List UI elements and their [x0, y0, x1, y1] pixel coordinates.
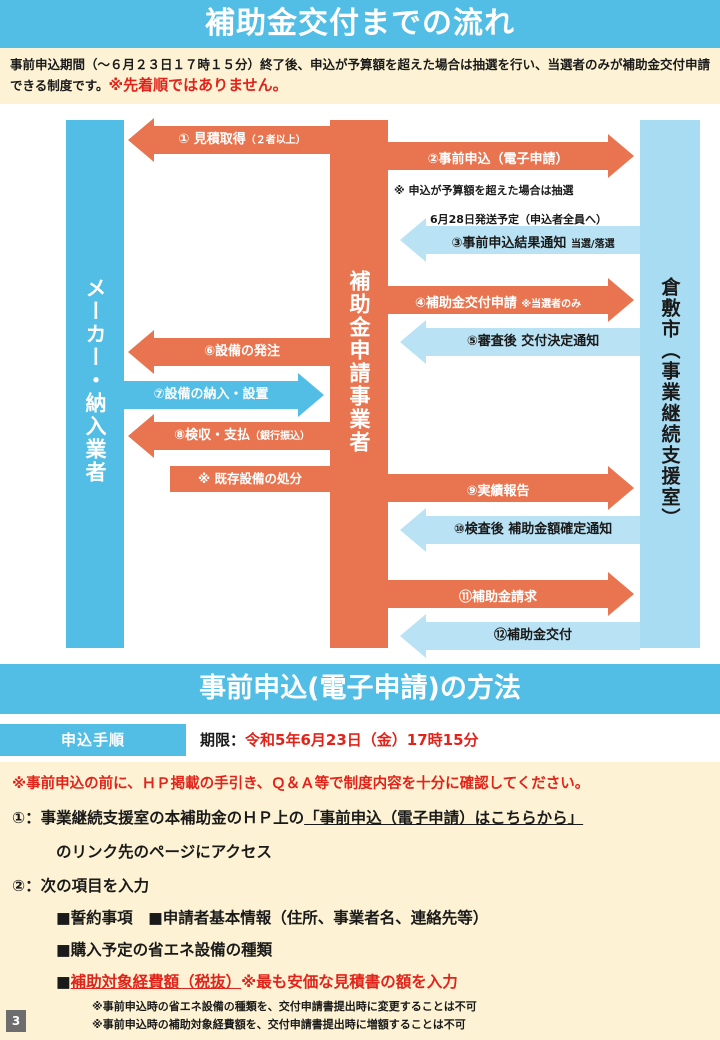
arrow-report: ⑨実績報告: [388, 466, 634, 510]
arrow-grant-application-sub: ※当選者のみ: [521, 299, 582, 310]
intro-emphasis: ※先着順ではありません。: [108, 76, 288, 94]
procedure-deadline: 期限：令和5年6月23日（金）17時15分: [190, 724, 720, 756]
deadline-pre-application: 期限：令和5年6月23日17時15分: [394, 126, 566, 139]
step-2: ②：次の項目を入力: [12, 877, 150, 895]
arrow-claim: ⑪補助金請求: [388, 572, 634, 616]
input-item-3-mark: ■: [56, 973, 71, 991]
maker-column-label: メーカー・納入業者: [83, 276, 107, 484]
arrow-grant-application-label: ④補助金交付申請: [414, 296, 517, 311]
footnote-2: ※事前申込時の補助対象経費額を、交付申請書提出時に増額することは不可: [92, 1018, 466, 1031]
intro-text: 事前申込期間（～６月２３日１７時１５分）終了後、申込が予算額を超えた場合は抽選を…: [10, 57, 711, 93]
city-column-label: 倉敷市（事業継続支援室）: [658, 277, 681, 529]
applicant-column: 補助金申請事業者: [330, 120, 388, 648]
arrow-grant-payment-label: ⑫補助金交付: [493, 628, 572, 643]
lottery-note: ※ 申込が予算額を超えた場合は抽選: [394, 184, 574, 197]
deadline-report: 期限：令和6年2月20日必着: [394, 458, 535, 471]
intro-notice: 事前申込期間（～６月２３日１７時１５分）終了後、申込が予算額を超えた場合は抽選を…: [0, 48, 720, 104]
arrow-report-label: ⑨実績報告: [466, 484, 530, 499]
arrow-quote: ① 見積取得（２者以上）: [128, 118, 330, 162]
arrow-quote-sub: （２者以上）: [245, 135, 306, 146]
arrow-grant-application: ④補助金交付申請 ※当選者のみ: [388, 278, 634, 322]
send-date-note: 6月28日発送予定（申込者全員へ）: [430, 213, 607, 226]
arrow-grant-payment: ⑫補助金交付: [400, 614, 640, 658]
deadline-grant-application: 期限：令和5年7月21日必着: [394, 270, 535, 283]
footnote-1: ※事前申込時の省エネ設備の種類を、交付申請書提出時に変更することは不可: [92, 1000, 477, 1013]
arrow-delivery-label: ⑦設備の納入・設置: [153, 387, 269, 402]
input-item-2: ■購入予定の省エネ設備の種類: [56, 941, 273, 959]
input-item-3: ■補助対象経費額（税抜）※最も安価な見積書の額を入力: [56, 970, 458, 992]
page-title: 補助金交付までの流れ: [0, 0, 720, 48]
disposal-note: ※ 既存設備の処分: [170, 466, 330, 492]
procedure-tab: 申込手順: [0, 724, 186, 756]
maker-column: メーカー・納入業者: [66, 120, 124, 648]
arrow-quote-label: ① 見積取得: [178, 132, 246, 147]
step-1: ①：事業継続支援室の本補助金のＨＰ上の「事前申込（電子申請）はこちらから」: [12, 806, 583, 828]
arrow-amount-confirm-label: ⑩検査後 補助金額確定通知: [453, 522, 613, 537]
procedure-box: ※事前申込の前に、ＨＰ掲載の手引き、Ｑ＆Ａ等で制度内容を十分に確認してください。…: [0, 762, 720, 1040]
applicant-column-label: 補助金申請事業者: [347, 270, 371, 454]
pre-application-link[interactable]: 「事前申込（電子申請）はこちらから」: [304, 809, 584, 827]
arrow-pre-result-sub: 当選/落選: [570, 239, 615, 250]
step-1-continuation: のリンク先のページにアクセス: [56, 843, 272, 861]
arrow-payment: ⑧検収・支払（銀行振込）: [128, 414, 330, 458]
arrow-delivery: ⑦設備の納入・設置: [124, 373, 324, 417]
city-column: 倉敷市（事業継続支援室）: [640, 120, 700, 648]
input-item-3-label: 補助対象経費額（税抜）: [70, 973, 242, 991]
arrow-amount-confirm: ⑩検査後 補助金額確定通知: [400, 508, 640, 552]
section-title-method: 事前申込(電子申請)の方法: [0, 664, 720, 714]
arrow-pre-application-label: ②事前申込（電子申請）: [427, 152, 569, 167]
arrow-grant-decision-label: ⑤審査後 交付決定通知: [466, 334, 600, 349]
arrow-pre-application: ②事前申込（電子申請）: [388, 134, 634, 178]
input-item-1: ■誓約事項 ■申請者基本情報（住所、事業者名、連絡先等）: [56, 909, 489, 927]
procedure-warning: ※事前申込の前に、ＨＰ掲載の手引き、Ｑ＆Ａ等で制度内容を十分に確認してください。: [12, 776, 590, 792]
arrow-grant-decision: ⑤審査後 交付決定通知: [400, 320, 640, 364]
arrow-order-label: ⑥設備の発注: [203, 344, 280, 359]
arrow-payment-sub: （銀行振込）: [250, 431, 310, 442]
step-1-text: ①：事業継続支援室の本補助金のＨＰ上の: [12, 809, 305, 827]
input-item-3-note: ※最も安価な見積書の額を入力: [241, 973, 458, 991]
deadline-claim: 期限：令和6年3月15日必着: [394, 564, 535, 577]
arrow-payment-label: ⑧検収・支払: [173, 428, 250, 443]
procedure-deadline-label: 期限：: [200, 731, 246, 749]
page-number: 3: [6, 1010, 26, 1032]
arrow-claim-label: ⑪補助金請求: [458, 590, 537, 605]
procedure-deadline-value: 令和5年6月23日（金）17時15分: [245, 731, 479, 749]
arrow-pre-result-label: ③事前申込結果通知: [451, 236, 567, 251]
arrow-order: ⑥設備の発注: [128, 330, 330, 374]
